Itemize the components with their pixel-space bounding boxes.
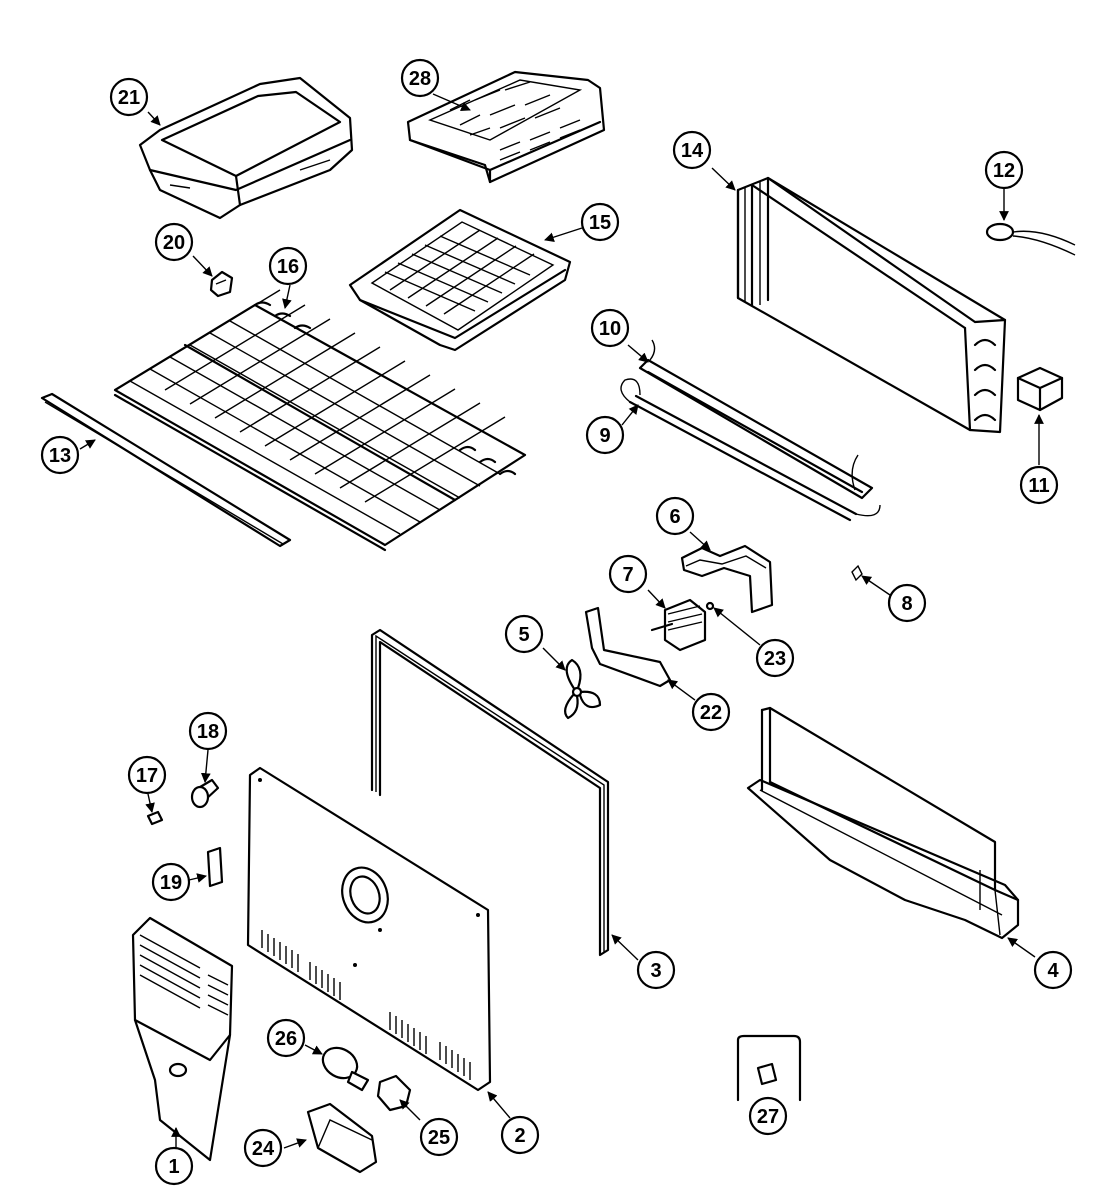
callout-label: 25 <box>428 1127 450 1149</box>
callout-label: 21 <box>118 87 140 109</box>
callout-label: 8 <box>901 593 912 615</box>
part-16-wire-shelf <box>113 289 527 552</box>
callout-26: 26 <box>266 1018 306 1058</box>
callout-label: 16 <box>277 256 299 278</box>
callout-label: 1 <box>168 1156 179 1178</box>
callout-label: 17 <box>136 765 158 787</box>
callout-5: 5 <box>504 614 544 654</box>
callout-12: 12 <box>984 150 1024 190</box>
callout-7: 7 <box>608 554 648 594</box>
callout-24: 24 <box>243 1128 283 1168</box>
part-15-ice-cube-grid <box>348 208 572 352</box>
callout-3: 3 <box>636 950 676 990</box>
callout-20: 20 <box>154 222 194 262</box>
leader-lines <box>79 93 1044 1149</box>
part-11-block <box>1016 366 1064 412</box>
part-24-lamp-shield <box>306 1102 378 1174</box>
part-21-tray <box>138 76 354 220</box>
callout-label: 11 <box>1028 475 1049 497</box>
callout-label: 5 <box>518 624 529 646</box>
part-26-light-bulb <box>321 1046 370 1092</box>
part-6-bracket <box>680 544 774 614</box>
callout-16: 16 <box>268 246 308 286</box>
part-18-knob <box>190 778 220 809</box>
callout-22: 22 <box>691 692 731 732</box>
callout-11: 11 <box>1019 465 1059 505</box>
callout-13: 13 <box>40 435 80 475</box>
callout-10: 10 <box>590 308 630 348</box>
callout-18: 18 <box>188 711 228 751</box>
callout-label: 7 <box>622 564 633 586</box>
callout-label: 22 <box>700 702 722 724</box>
part-13-trim-strip <box>40 392 292 548</box>
part-1-vent-cover <box>131 916 234 1162</box>
callout-1: 1 <box>154 1146 194 1186</box>
callout-label: 19 <box>160 872 182 894</box>
callout-4: 4 <box>1033 950 1073 990</box>
callout-label: 6 <box>669 506 680 528</box>
callout-9: 9 <box>585 415 625 455</box>
callout-label: 3 <box>650 960 661 982</box>
callout-label: 28 <box>409 68 431 90</box>
callout-label: 23 <box>764 648 786 670</box>
part-20-clip <box>209 270 234 298</box>
part-12-sensor <box>985 222 1076 256</box>
part-5-fan-blade <box>564 658 602 720</box>
callout-17: 17 <box>127 755 167 795</box>
part-4-drain-trough <box>746 706 1020 940</box>
callout-19: 19 <box>151 862 191 902</box>
part-28-ice-tray <box>406 70 606 184</box>
callout-14: 14 <box>672 130 712 170</box>
part-17-screw <box>146 810 164 826</box>
part-10-defrost-channel <box>638 339 874 500</box>
callout-6: 6 <box>655 496 695 536</box>
callout-25: 25 <box>419 1117 459 1157</box>
callout-label: 18 <box>197 721 219 743</box>
callout-15: 15 <box>580 202 620 242</box>
callout-label: 24 <box>252 1138 275 1160</box>
part-14-evaporator <box>736 176 1007 434</box>
part-27-clip <box>736 1034 802 1102</box>
callout-28: 28 <box>400 58 440 98</box>
callout-8: 8 <box>887 583 927 623</box>
callout-2: 2 <box>500 1115 540 1155</box>
part-2-back-panel <box>246 766 492 1092</box>
callout-21: 21 <box>109 77 149 117</box>
callout-label: 12 <box>993 160 1015 182</box>
callout-label: 26 <box>275 1028 297 1050</box>
part-7-fan-motor <box>650 598 707 652</box>
callout-label: 4 <box>1047 960 1059 982</box>
part-9-heater-tube <box>620 378 881 522</box>
part-23-screw <box>705 601 715 611</box>
callout-label: 9 <box>599 425 610 447</box>
callout-label: 13 <box>49 445 71 467</box>
part-19-lens <box>206 846 224 888</box>
callout-label: 10 <box>599 318 621 340</box>
callout-27: 27 <box>748 1096 788 1136</box>
callout-label: 15 <box>589 212 611 234</box>
callout-label: 2 <box>514 1125 525 1147</box>
callout-label: 14 <box>681 140 704 162</box>
callout-23: 23 <box>755 638 795 678</box>
part-3-gasket <box>370 628 610 957</box>
callout-label: 20 <box>163 232 185 254</box>
part-8-clip <box>851 564 863 582</box>
callout-label: 27 <box>757 1106 779 1128</box>
part-22-motor-bracket <box>584 606 672 688</box>
